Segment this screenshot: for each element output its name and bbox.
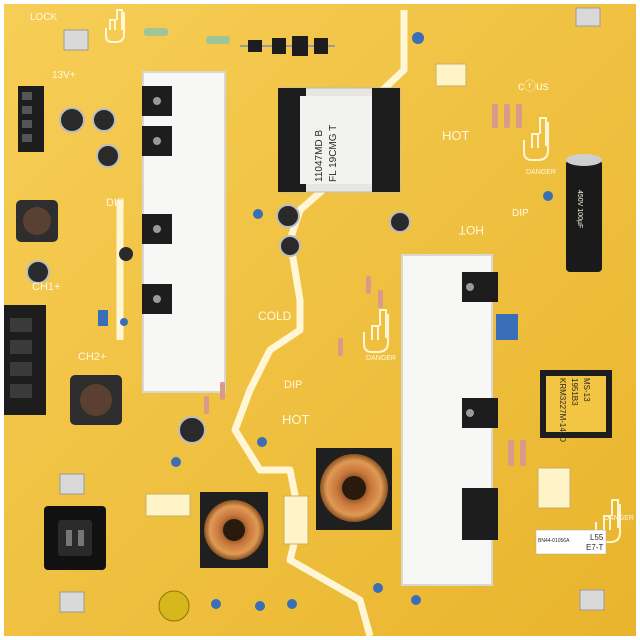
- label-hot-top: HOT: [442, 128, 470, 143]
- small-capacitors: [26, 107, 411, 444]
- label-danger-right: DANGER: [604, 515, 634, 522]
- ceramic-capacitors: [120, 32, 553, 611]
- ul-mark: cⓡus: [518, 79, 549, 93]
- label-ch1: CH1+: [32, 281, 60, 293]
- label-lock: LOCK: [30, 12, 58, 23]
- standby-transformer: [540, 370, 612, 438]
- diode: [272, 38, 286, 54]
- capacitor-marking: 450V 100µF: [576, 190, 583, 228]
- label-cold: COLD: [258, 309, 292, 323]
- label-e7: E7-T: [586, 543, 603, 552]
- ac-pin: [66, 530, 72, 546]
- label-dip-right: DIP: [512, 208, 529, 219]
- label-l55: L55: [590, 533, 604, 542]
- transformer-marking-1: 11047MD B: [314, 130, 325, 182]
- common-mode-choke-left: [200, 492, 268, 568]
- label-danger-mid: DANGER: [366, 355, 396, 362]
- resistors-mid: [204, 276, 383, 414]
- label-hot-mid: HOT: [282, 412, 310, 427]
- danger-hand-icon: [105, 9, 621, 543]
- varistor: [158, 590, 190, 622]
- film-cap-top: [435, 63, 467, 87]
- bulk-capacitor: [566, 154, 602, 272]
- part-sticker: [535, 529, 607, 555]
- relay-block: [537, 467, 571, 509]
- main-transformer: [278, 87, 401, 193]
- connector-slot: [10, 384, 32, 398]
- optocoupler: [496, 314, 518, 340]
- label-part-code: BN44-01056A: [538, 538, 570, 544]
- connector-slot: [10, 340, 32, 354]
- label-dip-mid: DIP: [284, 379, 302, 391]
- transformer-marking-2: FL 19CMG T: [328, 125, 339, 182]
- resistor-green: [206, 36, 230, 44]
- inductor-marking-3: MS-13: [582, 378, 591, 402]
- inductor-left-bottom: [70, 375, 122, 425]
- diode: [248, 40, 262, 52]
- diode: [292, 36, 308, 56]
- label-hot-right: HOT: [458, 223, 484, 237]
- ac-inlet-socket: [58, 520, 92, 556]
- connector-pin: [22, 92, 32, 100]
- label-dip-left: DIP: [106, 197, 124, 209]
- resistors-right: [492, 104, 526, 466]
- label-13v: 13V+: [52, 70, 76, 81]
- inductor-marking-2: 1951B3: [570, 378, 579, 406]
- common-mode-choke-right: [316, 448, 392, 530]
- connector-slot: [10, 318, 32, 332]
- inductor-marking-1: KRM3227M-14LD: [558, 378, 567, 442]
- fuse-block: [283, 495, 309, 545]
- resistor-green: [144, 28, 168, 36]
- diode: [314, 38, 328, 54]
- blue-trimmer: [98, 310, 108, 326]
- mounting-lugs: [59, 7, 605, 613]
- connector-pin: [22, 106, 32, 114]
- x-capacitor: [145, 493, 191, 517]
- connector-slot: [10, 362, 32, 376]
- transistor-screws: [153, 97, 161, 303]
- connector-pin: [22, 134, 32, 142]
- label-danger-top: DANGER: [526, 169, 556, 176]
- inductor-left-top: [16, 200, 58, 242]
- label-ch2: CH2+: [78, 351, 106, 363]
- ac-pin: [78, 530, 84, 546]
- connector-pin: [22, 120, 32, 128]
- transistor-screws-right: [466, 283, 474, 417]
